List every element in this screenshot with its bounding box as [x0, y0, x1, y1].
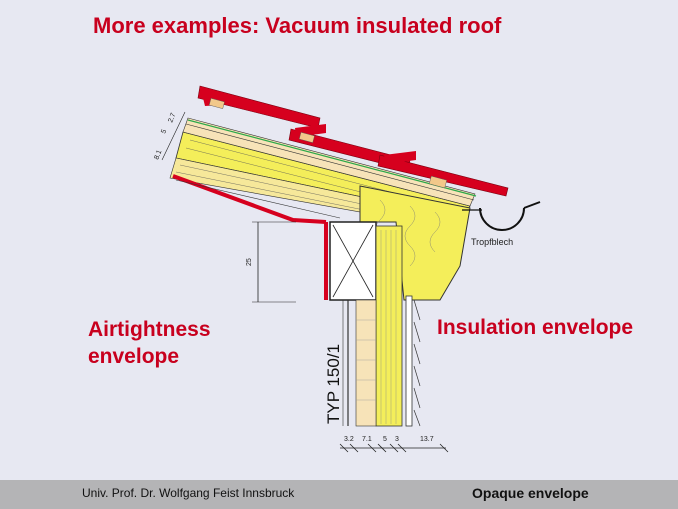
dim-bottom-label: 3: [395, 436, 399, 443]
roof-membrane-green: [187, 119, 477, 197]
dim-bottom-label: 3.2: [344, 436, 354, 443]
roof-tile: [384, 151, 416, 164]
tile-batten: [298, 132, 315, 143]
airtight-layer-roof: [172, 174, 327, 224]
wall-insulation: [375, 225, 403, 427]
wall-facade-cladding: [405, 295, 413, 427]
dim-bottom-label: 7.1: [362, 436, 372, 443]
tile-batten: [428, 175, 448, 189]
wall-inner-layer: [355, 299, 377, 427]
roof-section-diagram: 25 8.1 5 2.7 3.2 7.1 5 3 13.7 TYP 150/1 …: [153, 85, 541, 453]
facade-boards: [413, 299, 421, 427]
roof-tiles: [197, 85, 509, 197]
footer-bar: Univ. Prof. Dr. Wolfgang Feist Innsbruck…: [0, 480, 678, 509]
insulation-envelope-label: Insulation envelope: [437, 316, 634, 339]
dim-bottom-label: 13.7: [420, 436, 434, 443]
gutter-drip-label: Tropfblech: [471, 237, 513, 247]
footer-author: Univ. Prof. Dr. Wolfgang Feist Innsbruck: [82, 486, 295, 500]
dim-top-label: 2.7: [167, 112, 177, 124]
footer-topic: Opaque envelope: [472, 485, 589, 501]
gutter: [479, 207, 525, 231]
type-label: TYP 150/1: [324, 344, 343, 424]
tile-batten: [208, 98, 225, 109]
roof-tile: [377, 154, 509, 197]
slide-title: More examples: Vacuum insulated roof: [93, 13, 502, 38]
dim-vertical-label: 25: [246, 258, 253, 266]
dim-top-label: 5: [160, 128, 168, 134]
dim-top-label: 8.1: [153, 149, 163, 161]
dim-bottom-label: 5: [383, 436, 387, 443]
airtightness-envelope-label: Airtightness envelope: [88, 318, 211, 368]
